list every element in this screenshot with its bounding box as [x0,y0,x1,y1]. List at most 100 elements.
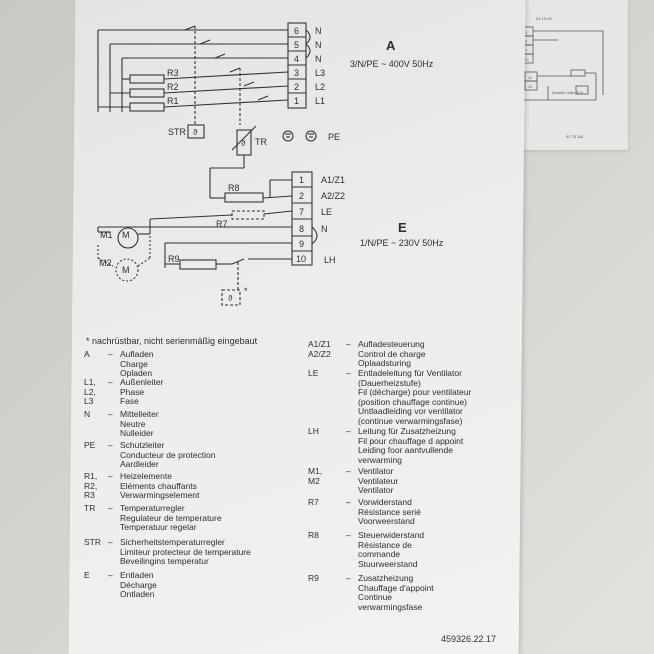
legend-key: M1, M2 [308,466,323,486]
terminal-a-label: N [315,40,322,50]
legend-text: Mittelleiter Neutre Nulleider [120,409,159,439]
str-theta: ϑ [193,128,198,137]
legend-text: Aufladesteuerung Control de charge Oplaa… [358,339,426,369]
legend-dash: – [346,339,351,349]
terminal-e-label: A2/Z2 [321,191,345,201]
terminal-e-num: 7 [299,207,304,217]
legend-key: A [84,349,90,359]
small-sheet-term: 1 [525,30,528,35]
legend-key: LE [308,368,319,378]
optional-theta: ϑ [228,294,233,303]
small-sheet-term: 11 [528,75,533,80]
legend-dash: – [108,349,113,359]
legend-text: Aufladen Charge Opladen [120,349,154,379]
terminal-a-label: L1 [315,96,325,106]
diagram-e-title: E [398,220,407,235]
m2-label: M2 [99,258,112,268]
terminal-a-num: 5 [294,40,299,50]
legend-key: R7 [308,497,319,507]
terminal-e-label: A1/Z1 [321,175,345,185]
optional-star: * [244,286,248,296]
legend-key: N [84,409,91,419]
terminal-e-num: 1 [299,175,304,185]
str-label: STR [168,127,187,137]
legend-text: Entladeleitung für Ventilator (Dauerheiz… [358,368,472,426]
legend-dash: – [346,573,351,583]
terminal-a-label: N [315,26,322,36]
legend-text: Ventilator Ventilateur Ventilator [358,466,399,496]
legend-key: A1/Z1 A2/Z2 [308,339,331,359]
legend-dash: – [108,570,113,580]
terminal-a-label: L2 [315,82,325,92]
terminal-e-num: 9 [299,239,304,249]
terminal-e-label: LH [324,255,336,265]
legend-text: Leitung für Zusatzheizung Fil pour chauf… [358,426,464,465]
legend-key: L1, L2, L3 [84,377,96,407]
diagram-e-supply: 1/N/PE ~ 230V 50Hz [360,238,444,248]
resistor-label: R3 [167,68,179,78]
terminal-a-num: 3 [294,68,299,78]
legend-text: Sicherheitstemperaturregler Limiteur pro… [120,537,251,567]
legend-key: R9 [308,573,319,583]
legend-dash: – [108,377,113,387]
legend-text: Schutzleiter Conducteur de protection Aa… [120,440,216,470]
legend-dash: – [346,497,351,507]
legend-dash: – [346,426,351,436]
r7-label: R7 [216,219,228,229]
legend-dash: – [346,368,351,378]
legend-key: TR [84,503,96,513]
legend-key: PE [84,440,96,450]
terminal-a-num: 1 [294,96,299,106]
small-sheet-text: Schalter Lüfter-RLG [552,91,583,95]
small-sheet-term: 10 [524,57,529,62]
legend-dash: – [108,409,113,419]
terminal-a-num: 4 [294,54,299,64]
small-sheet-term: 7 [525,48,528,53]
legend-text: Außenleiter Phase Fase [120,377,164,407]
legend-text: Zusatzheizung Chauffage d'appoint Contin… [358,573,434,612]
legend-dash: – [108,471,113,481]
legend-key: R1, R2, R3 [84,471,98,501]
terminal-e-num: 2 [299,191,304,201]
terminal-a-num: 6 [294,26,299,36]
m1-label: M1 [100,230,113,240]
legend-text: Steuerwiderstand Résistance de commande … [358,530,425,569]
m1-motor: M [122,230,130,240]
r8-label: R8 [228,183,240,193]
diagram-a-supply: 3/N/PE ~ 400V 50Hz [350,59,434,69]
diagram-a-title: A [386,38,396,53]
r9-label: R9 [168,254,180,264]
legend-text: Vorwiderstand Résistance serié Voorweers… [358,497,421,527]
legend-key: R8 [308,530,319,540]
legend-text: Heizelemente Eléments chauffants Verwarm… [120,471,200,501]
terminal-e-num: 8 [299,224,304,234]
resistor-label: R2 [167,82,179,92]
terminal-a-label: N [315,54,322,64]
legend-note: * nachrüstbar, nicht serienmäßig eingeba… [86,336,258,346]
legend-key: LH [308,426,319,436]
m2-motor: M [122,265,130,275]
terminal-e-label: LE [321,207,332,217]
terminal-a-num: 2 [294,82,299,92]
small-sheet-text: 01 19-40 [536,16,553,21]
legend-key: E [84,570,90,580]
legend-key: STR [84,537,101,547]
resistor-label: R1 [167,96,179,106]
terminal-e-label: N [321,224,328,234]
legend-text: Temperaturregler Regulateur de temperatu… [120,503,222,533]
terminal-a-label: L3 [315,68,325,78]
tr-theta: ϑ [241,139,246,148]
small-sheet-text: 01 75 181 [566,134,585,139]
legend-dash: – [108,537,113,547]
document-number: 459326.22.17 [441,634,497,644]
legend-dash: – [346,466,351,476]
legend-dash: – [108,503,113,513]
small-sheet-term: 12 [528,84,533,89]
legend-dash: – [108,440,113,450]
small-sheet-term: 2 [525,39,528,44]
tr-label: TR [255,137,267,147]
legend-text: Entladen Décharge Ontladen [120,570,157,600]
terminal-e-num: 10 [296,254,306,264]
pe-label: PE [328,132,340,142]
